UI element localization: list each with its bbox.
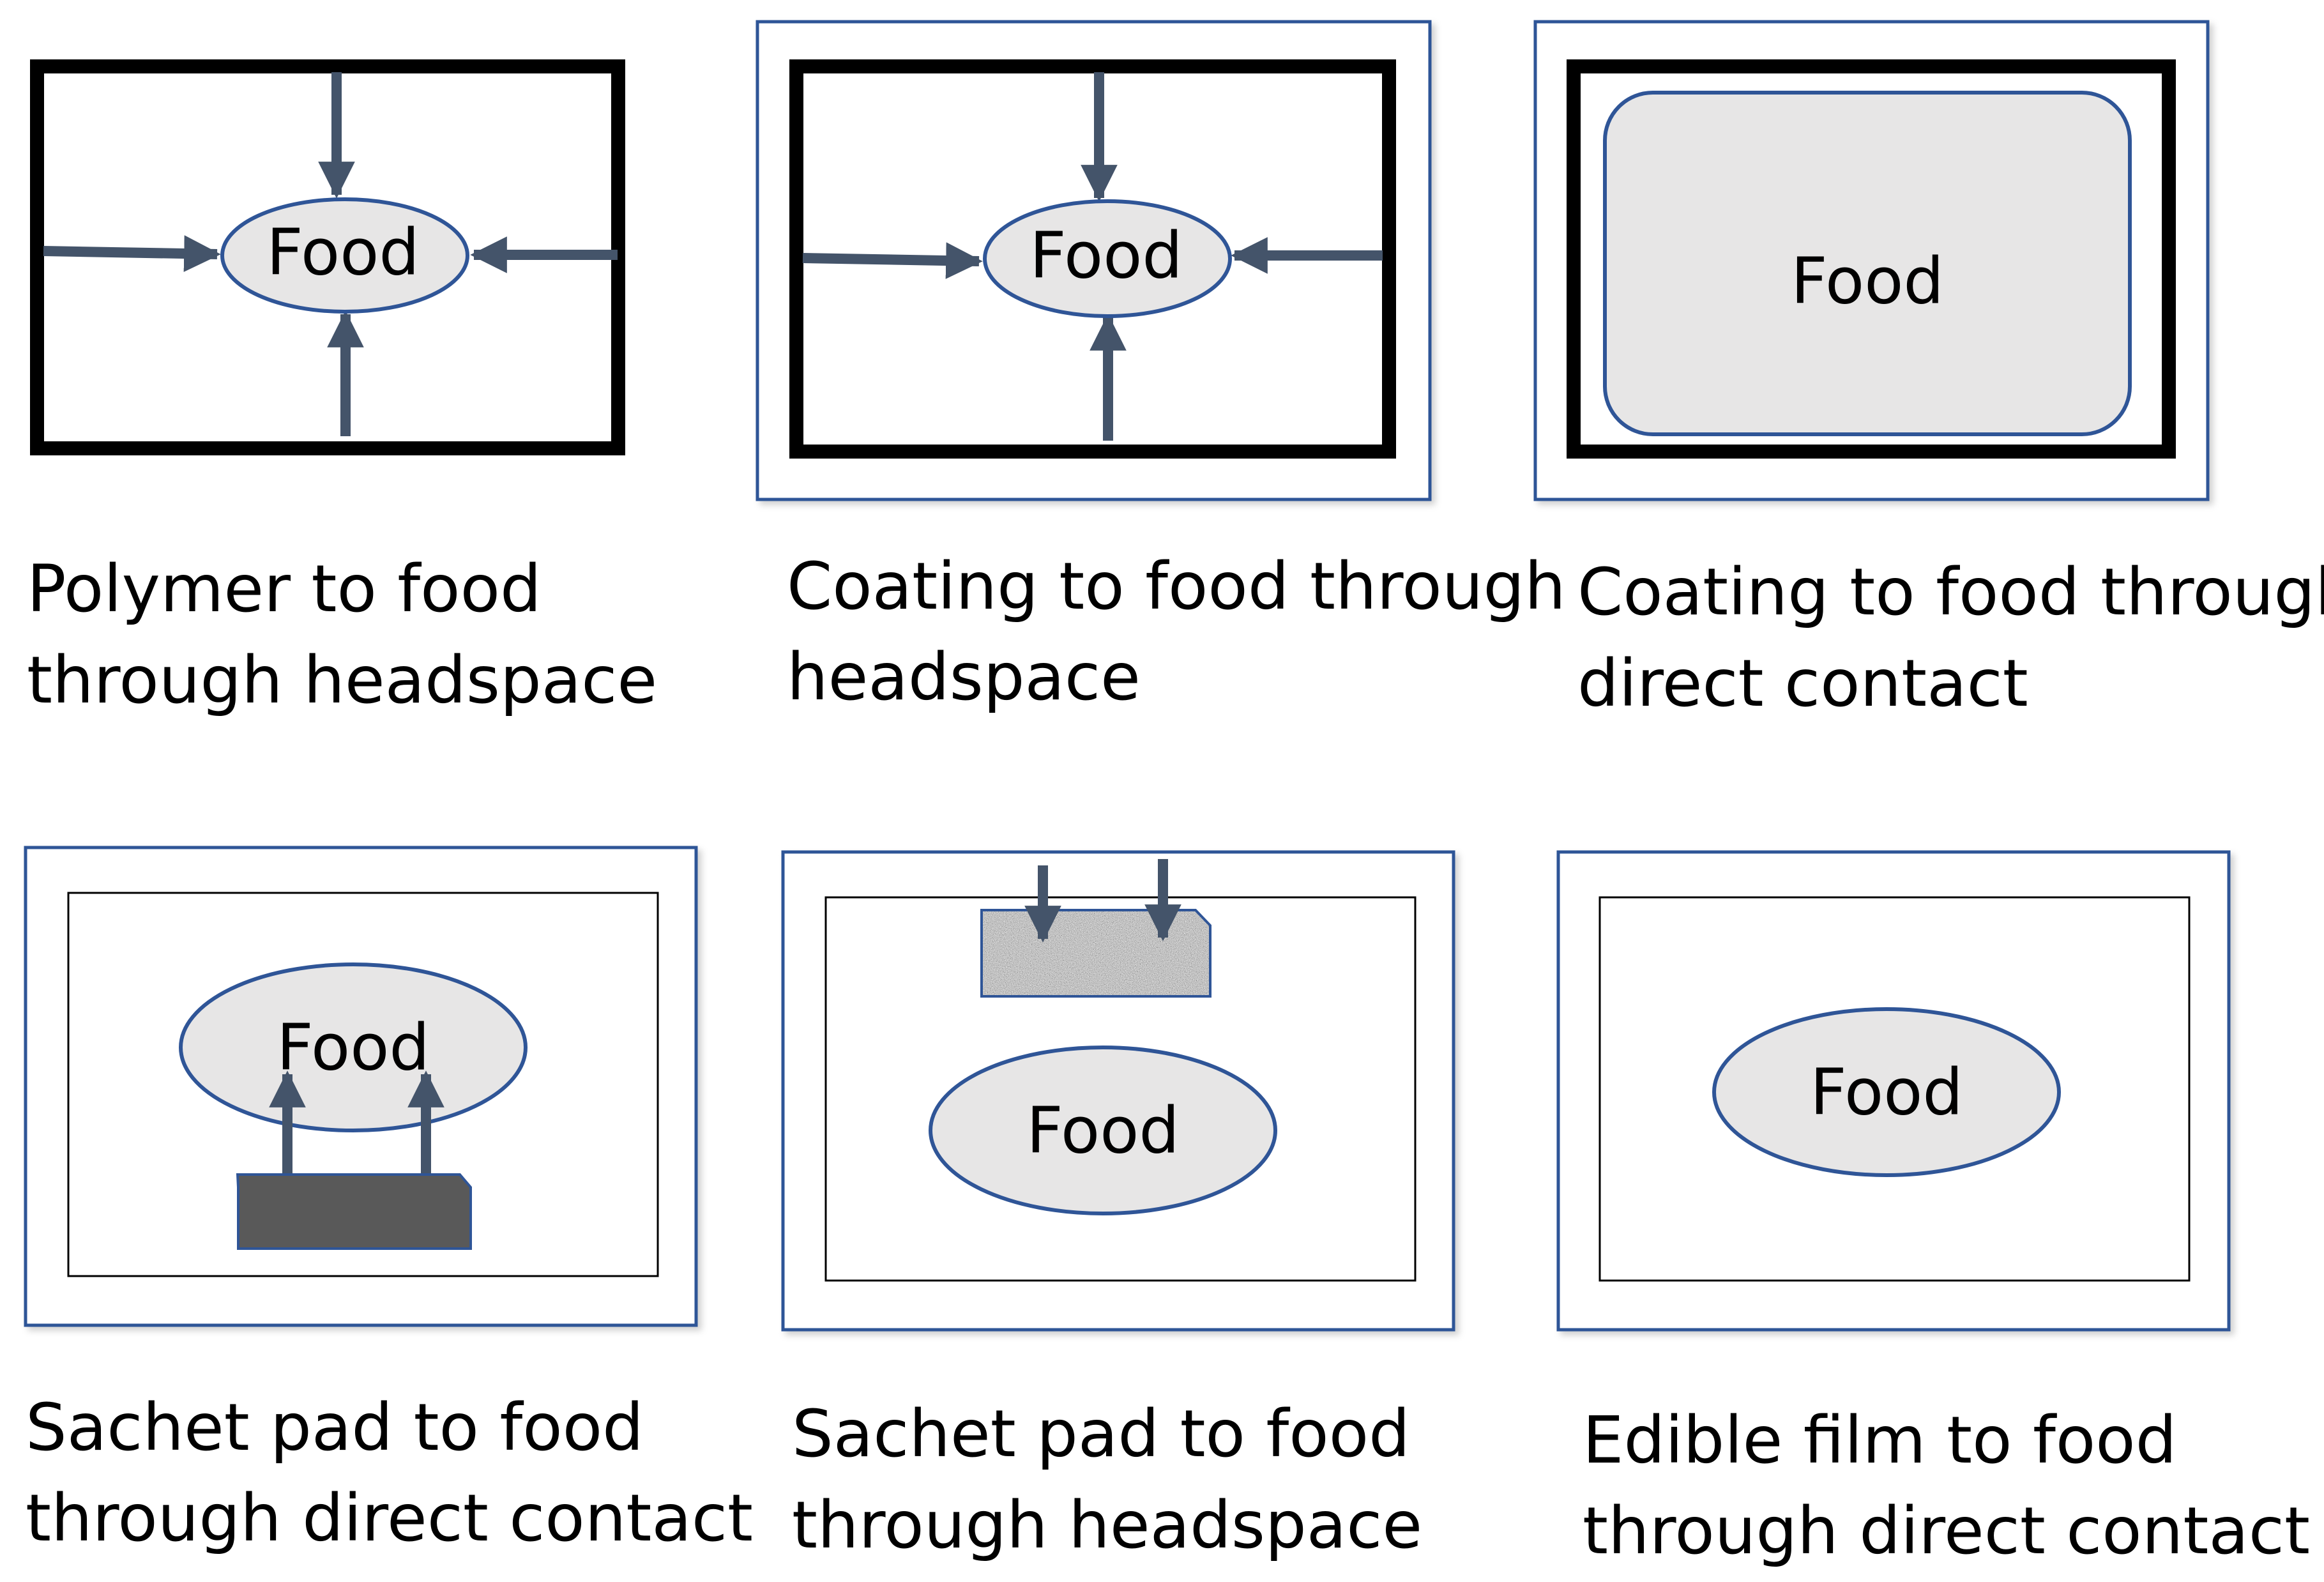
food-ellipse bbox=[983, 199, 1232, 318]
caption-line-2: through headspace bbox=[27, 643, 657, 719]
caption-line-2: through direct contact bbox=[26, 1480, 753, 1556]
caption-line-2: direct contact bbox=[1577, 646, 2028, 722]
caption-line-1: Sachet pad to food bbox=[26, 1390, 644, 1466]
sachet-pad bbox=[236, 1173, 472, 1250]
caption-line-2: through headspace bbox=[792, 1487, 1422, 1563]
panel-edible-film-direct: Food Edible film to food through direct … bbox=[1556, 850, 2310, 1569]
caption-line-1: Sachet pad to food bbox=[792, 1396, 1410, 1472]
panel-sachet-direct: Food Sachet pad to food through direct c… bbox=[24, 846, 753, 1556]
caption-line-1: Edible film to food bbox=[1583, 1403, 2176, 1479]
caption-line-1: Polymer to food bbox=[27, 551, 542, 627]
panel-polymer-headspace: Food Polymer to food through headspace bbox=[27, 59, 657, 719]
food-label: Food bbox=[1791, 244, 1944, 319]
panel-coating-headspace: Food Coating to food through headspace bbox=[756, 20, 1566, 715]
caption-line-2: through direct contact bbox=[1583, 1493, 2310, 1569]
food-label: Food bbox=[1810, 1055, 1963, 1130]
food-label: Food bbox=[266, 215, 420, 290]
panel-sachet-headspace: Food Sachet pad to food through headspac… bbox=[781, 850, 1455, 1563]
sachet-pad-speckled bbox=[982, 910, 1210, 996]
caption-line-2: headspace bbox=[787, 639, 1141, 715]
arrow-left bbox=[43, 235, 221, 272]
food-ellipse bbox=[929, 1046, 1277, 1215]
food-ellipse bbox=[1712, 1007, 2061, 1177]
panel-coating-direct: Food Coating to food through direct cont… bbox=[1533, 20, 2324, 722]
arrow-left bbox=[802, 242, 983, 279]
food-block bbox=[1603, 91, 2132, 436]
caption-line-1: Coating to food through bbox=[1577, 554, 2324, 630]
food-ellipse bbox=[220, 197, 469, 314]
food-label: Food bbox=[1029, 218, 1183, 293]
caption-line-1: Coating to food through bbox=[787, 549, 1566, 625]
food-label: Food bbox=[277, 1010, 430, 1085]
food-label: Food bbox=[1026, 1093, 1180, 1168]
